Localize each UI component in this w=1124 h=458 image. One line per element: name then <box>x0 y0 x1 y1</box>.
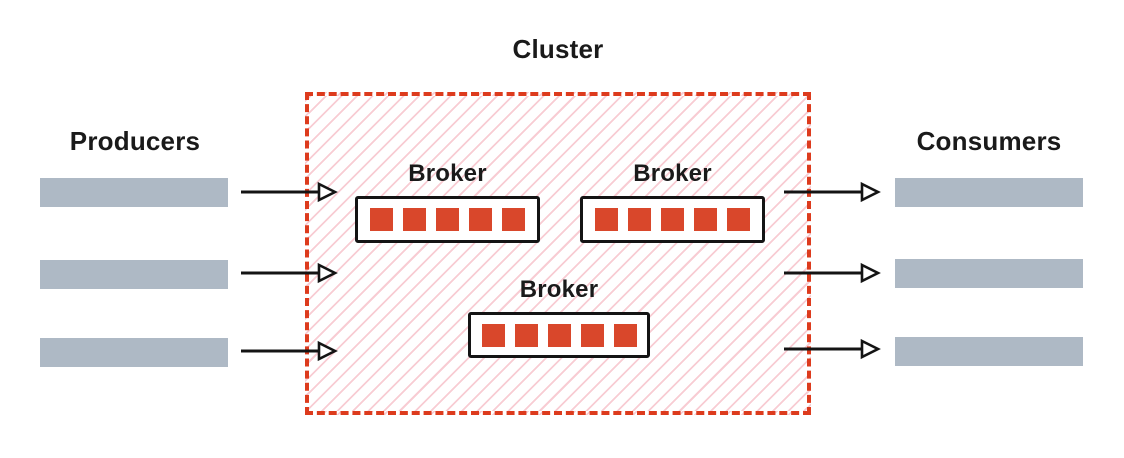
arrow-head-icon <box>317 181 338 203</box>
consumer-arrow-2 <box>784 262 881 284</box>
arrow-head-icon <box>860 338 881 360</box>
partition-cell <box>694 208 717 231</box>
producer-bar-3 <box>40 338 228 367</box>
consumer-arrow-3 <box>784 338 881 360</box>
cluster-title: Cluster <box>512 34 604 64</box>
producer-bar-1 <box>40 178 228 207</box>
producer-arrow-3 <box>241 340 338 362</box>
arrow-head-icon <box>860 181 881 203</box>
producer-arrow-2 <box>241 262 338 284</box>
partition-cell <box>403 208 426 231</box>
partition-cell <box>547 323 571 347</box>
partition-cell <box>514 323 538 347</box>
partition-cell <box>502 208 525 231</box>
partition-cell <box>370 208 393 231</box>
partition-cell <box>727 208 750 231</box>
consumer-bar-1 <box>895 178 1083 207</box>
broker-2-box <box>580 196 765 243</box>
broker-1-label: Broker <box>408 160 487 187</box>
arrow-head-icon <box>317 340 338 362</box>
partition-cell <box>481 323 505 347</box>
broker-3-label: Broker <box>519 276 599 303</box>
partition-cell <box>580 323 604 347</box>
consumer-bar-2 <box>895 259 1083 288</box>
partition-cell <box>628 208 651 231</box>
producer-arrow-1 <box>241 181 338 203</box>
broker-2-label: Broker <box>633 160 712 187</box>
arrow-head-icon <box>317 262 338 284</box>
partition-cell <box>613 323 637 347</box>
broker-3-box <box>468 312 650 358</box>
partition-cell <box>595 208 618 231</box>
producer-bar-2 <box>40 260 228 289</box>
broker-1-box <box>355 196 540 243</box>
consumer-arrow-1 <box>784 181 881 203</box>
producers-label: Producers <box>69 126 201 156</box>
consumers-label: Consumers <box>916 126 1062 156</box>
partition-cell <box>436 208 459 231</box>
partition-cell <box>661 208 684 231</box>
cluster-boundary <box>305 92 811 415</box>
consumer-bar-3 <box>895 337 1083 366</box>
partition-cell <box>469 208 492 231</box>
arrow-head-icon <box>860 262 881 284</box>
